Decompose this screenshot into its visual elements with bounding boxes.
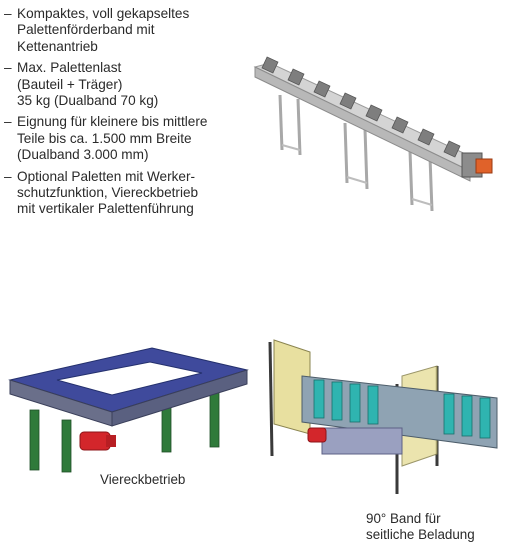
band-90-illustration (268, 339, 498, 494)
conveyor-legs (278, 94, 434, 212)
square-conveyor-illustration (8, 347, 249, 473)
feature-text: Eignung für kleinere bis mittlere (17, 114, 208, 130)
conveyor-cross-braces (281, 144, 433, 206)
drive-unit (461, 152, 493, 178)
feature-list: – Kompaktes, voll gekapseltes Palettenfö… (4, 6, 254, 223)
cyan-pallets (313, 379, 491, 439)
feature-item: – Kompaktes, voll gekapseltes Palettenfö… (4, 6, 254, 55)
caption-band-line2: seitliche Beladung (366, 527, 475, 542)
feature-text: (Dualband 3.000 mm) (17, 147, 149, 163)
feature-item: – Optional Paletten mit Werker- schutzfu… (4, 169, 254, 218)
bullet-dash: – (4, 6, 12, 21)
conveyor-rail-side (254, 66, 471, 182)
bullet-dash: – (4, 168, 12, 184)
feature-text: Max. Palettenlast (17, 60, 122, 76)
feature-item: – Max. Palettenlast (Bauteil + Träger) 3… (4, 60, 254, 109)
bullet-dash: – (4, 114, 12, 130)
feature-text: schutzfunktion, Viereckbetrieb (17, 185, 199, 201)
feature-text: 35 kg (Dualband 70 kg) (17, 93, 159, 109)
feature-text: Palettenförderband mit (17, 22, 155, 38)
bullet-dash: – (4, 60, 12, 76)
motor (307, 427, 327, 443)
frame-top-inner (56, 361, 203, 396)
conveyor-illustration (253, 56, 493, 212)
feature-text: (Bauteil + Träger) (17, 76, 123, 92)
feature-text: Kettenantrieb (17, 38, 98, 54)
feature-text: Kompaktes, voll gekapseltes (17, 6, 190, 21)
feature-text: Optional Paletten mit Werker- (17, 168, 196, 184)
motor (79, 431, 116, 451)
pallet-carriers (261, 56, 461, 158)
feature-item: – Eignung für kleinere bis mittlere Teil… (4, 114, 254, 163)
caption-square-operation: Viereckbetrieb (100, 472, 186, 487)
feature-text: Teile bis ca. 1.500 mm Breite (17, 130, 192, 146)
lower-housing (321, 427, 403, 455)
caption-band-line1: 90° Band für (366, 511, 441, 526)
feature-text: mit vertikaler Palettenführung (17, 201, 194, 217)
frame-side-right (111, 369, 248, 427)
